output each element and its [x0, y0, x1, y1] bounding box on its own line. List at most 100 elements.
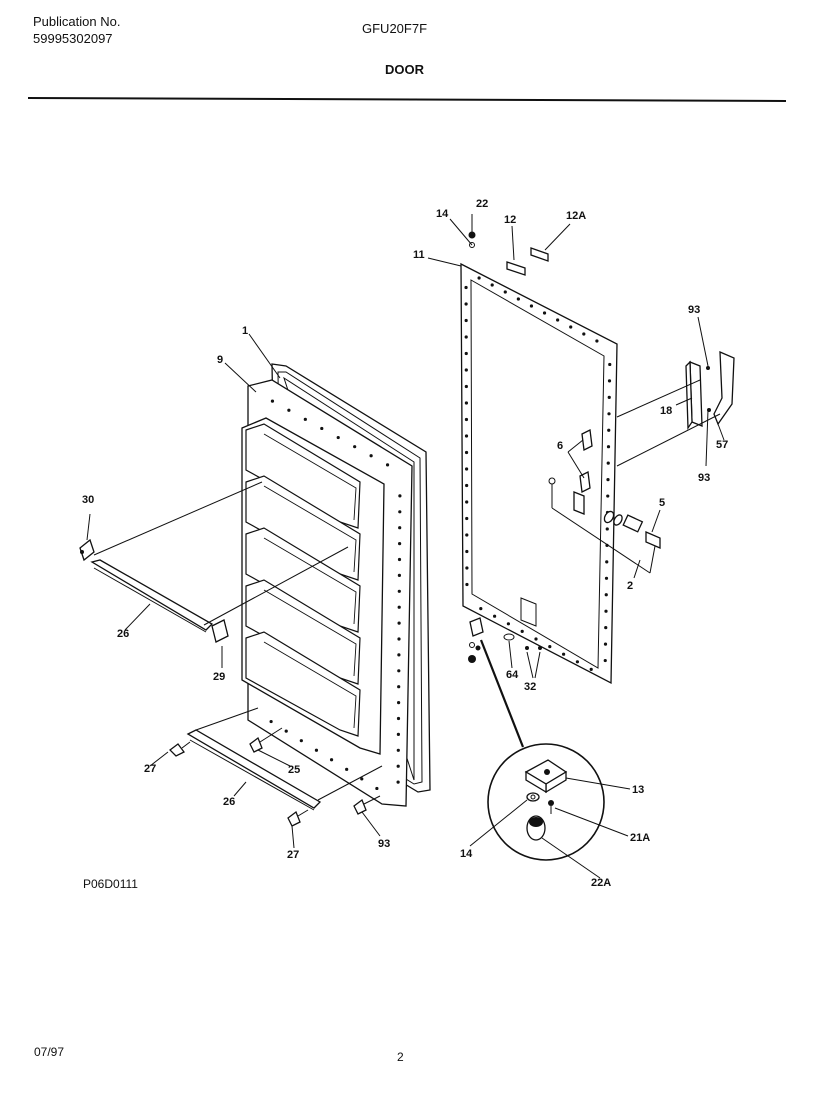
screw-hole [320, 426, 324, 431]
screw-hole [534, 637, 538, 641]
screw-hole [604, 609, 608, 613]
screw-hole [398, 510, 402, 514]
callout-93-top: 93 [688, 304, 700, 316]
screw-hole [603, 658, 607, 663]
callout-13: 13 [632, 784, 644, 796]
screw-hole [353, 445, 357, 449]
liner-screw-holes [269, 399, 402, 791]
screw-hole [464, 368, 468, 372]
diagram-code: P06D0111 [83, 877, 138, 891]
shelf-bin [245, 631, 361, 737]
screw-hole [396, 780, 400, 784]
screw-hole [606, 494, 610, 498]
screw-hole [314, 748, 319, 752]
shelf-bin-lip [263, 537, 357, 625]
screw-hole [607, 395, 611, 399]
screw-hole [464, 417, 469, 422]
screw-hole [479, 607, 483, 611]
callout-14-top: 14 [436, 208, 449, 220]
handle-parts [616, 316, 735, 467]
screw-hole [397, 685, 401, 689]
screw-hole [562, 652, 566, 656]
screw-hole [397, 557, 402, 562]
screw-hole [542, 311, 547, 315]
screw-hole [464, 285, 468, 290]
screw-hole [516, 297, 520, 301]
callout-27-left: 27 [144, 763, 156, 775]
screw-hole [397, 669, 401, 673]
screw-hole [385, 463, 390, 467]
callout-5: 5 [659, 497, 665, 509]
screw-hole [397, 573, 401, 578]
screw-hole [303, 417, 307, 421]
screw-hole [375, 786, 379, 791]
screw-hole [464, 302, 468, 306]
callout-6: 6 [557, 440, 563, 452]
page-number: 2 [397, 1050, 404, 1064]
screw-hole [398, 494, 402, 498]
screw-hole [465, 533, 469, 537]
screw-hole [520, 629, 524, 634]
screw-hole [299, 739, 303, 743]
hinge-detail-circle [469, 743, 631, 879]
screw-hole [607, 428, 611, 432]
screw-hole [397, 621, 401, 625]
screw-hole [477, 276, 481, 280]
callout-57: 57 [716, 439, 728, 451]
screw-hole [284, 729, 288, 733]
screw-hole [465, 549, 469, 554]
shelf-bin-lip [263, 641, 357, 729]
callout-18: 18 [660, 405, 672, 417]
callout-27-bottom: 27 [287, 849, 299, 861]
callout-64: 64 [506, 669, 519, 681]
screw-hole [397, 589, 401, 593]
screw-hole [397, 637, 401, 641]
door-shelves [241, 417, 385, 755]
callout-93-mid: 93 [698, 472, 710, 484]
callout-30: 30 [82, 494, 94, 506]
callout-14-detail: 14 [460, 848, 473, 860]
screw-hole [360, 777, 364, 781]
outer-door-panel [460, 262, 618, 685]
screw-hole [464, 434, 469, 438]
screw-hole [529, 304, 534, 308]
screw-hole [345, 767, 349, 771]
screw-hole [398, 526, 402, 530]
shelf-bin-lip [263, 485, 357, 573]
screw-hole [603, 642, 608, 646]
screw-hole [595, 339, 599, 343]
callout-22a: 22A [591, 877, 611, 889]
bottom-hinge-parts [468, 617, 542, 748]
callout-2: 2 [627, 580, 633, 592]
screw-hole [464, 450, 469, 455]
screw-hole [465, 483, 469, 488]
shelf-bin [245, 527, 361, 633]
section-title: DOOR [385, 62, 424, 77]
screw-hole [606, 461, 610, 465]
screw-hole [464, 384, 468, 389]
screw-hole [269, 719, 273, 724]
screw-hole [465, 582, 469, 587]
screw-hole [464, 335, 468, 339]
screw-hole [464, 351, 468, 356]
screw-hole [287, 408, 291, 412]
screw-hole [606, 478, 610, 482]
screw-hole [503, 290, 507, 294]
screw-hole [608, 362, 612, 367]
screw-hole [604, 626, 608, 630]
screw-hole [465, 500, 469, 504]
callout-32: 32 [524, 681, 536, 693]
screw-hole [575, 660, 580, 664]
screw-hole [605, 560, 609, 564]
screw-hole [490, 283, 494, 287]
revision-date: 07/97 [34, 1045, 65, 1059]
callout-12a: 12A [566, 210, 586, 222]
publication-label: Publication No. [33, 14, 121, 29]
shelf-bin-lip [263, 433, 357, 521]
latch-parts [548, 429, 661, 579]
callout-1: 1 [242, 325, 248, 337]
screw-hole [397, 653, 401, 657]
screw-hole [465, 467, 469, 471]
screw-hole [606, 445, 611, 449]
